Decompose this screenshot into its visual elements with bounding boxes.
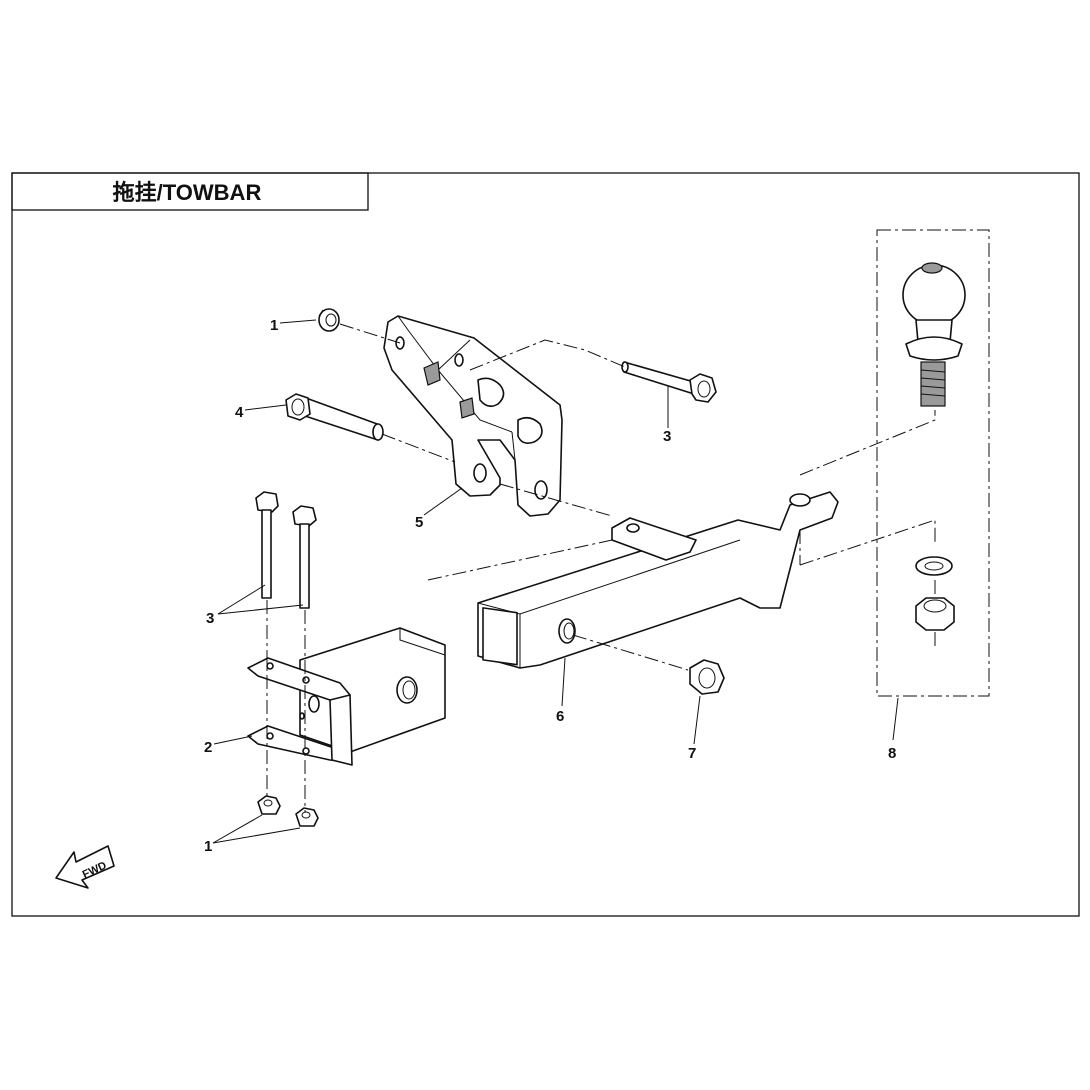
callout-4: 4 [235, 404, 244, 421]
fwd-arrow-icon: FWD [55, 845, 115, 889]
diagram-title: 拖挂/TOWBAR [113, 180, 262, 205]
callout-8: 8 [888, 745, 896, 762]
title-box [11, 172, 369, 211]
callout-5: 5 [415, 514, 423, 531]
part-6-tow-bar [477, 491, 839, 669]
part-8-hex-nut [915, 597, 955, 631]
part-2-receiver-hitch [247, 627, 446, 766]
part-8-hitch-ball [902, 262, 966, 407]
diagram-border [11, 172, 1080, 917]
part-1-top-washer [318, 308, 340, 332]
assembly-centerlines [266, 323, 936, 812]
part-8-lock-washer [915, 556, 953, 576]
callout-1-top: 1 [270, 317, 278, 334]
part-4-pin [285, 393, 384, 441]
callout-1-bottom: 1 [204, 838, 212, 855]
callout-2: 2 [204, 739, 212, 756]
part-7-flange-nut [689, 659, 725, 695]
callout-3-left: 3 [206, 610, 214, 627]
callout-3-top: 3 [663, 428, 671, 445]
part-5-bracket [383, 315, 563, 517]
part-3-top-bolt [621, 361, 717, 403]
part-1-bottom-nuts [257, 795, 319, 827]
part-8-kit-box [876, 229, 990, 697]
part-3-left-bolts [255, 491, 317, 609]
callout-7: 7 [688, 745, 696, 762]
callout-6: 6 [556, 708, 564, 725]
leader-lines [212, 319, 899, 844]
